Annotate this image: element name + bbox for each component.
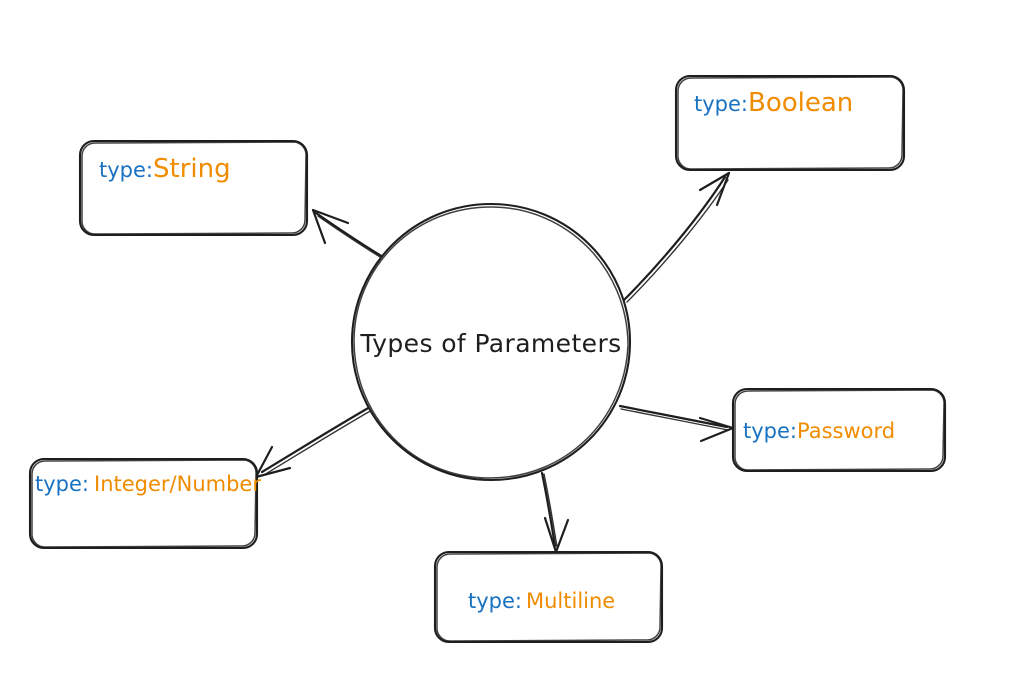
node-password[interactable]: type:Password: [731, 387, 947, 473]
node-integer-number-label: type:Integer/Number: [35, 472, 261, 496]
node-boolean[interactable]: type:Boolean: [674, 74, 906, 172]
node-integer-number[interactable]: type:Integer/Number: [28, 457, 261, 550]
center-node[interactable]: Types of Parameters: [350, 202, 632, 482]
node-string-key: type:: [99, 158, 153, 182]
center-node-label: Types of Parameters: [359, 329, 621, 358]
node-password-key: type:: [743, 419, 797, 443]
node-string[interactable]: type:String: [78, 139, 309, 237]
node-boolean-key: type:: [694, 92, 748, 116]
node-boolean-value: Boolean: [748, 88, 853, 118]
node-boolean-label: type:Boolean: [694, 88, 853, 118]
edge-center-to-multiline: [540, 471, 570, 554]
node-string-label: type:String: [99, 154, 231, 184]
node-password-value: Password: [797, 419, 895, 443]
node-multiline-key: type:: [468, 589, 522, 613]
edge-center-to-password: [618, 404, 735, 443]
node-integer-number-value: Integer/Number: [94, 472, 261, 496]
edge-center-to-boolean: [622, 171, 731, 303]
node-multiline-value: Multiline: [526, 589, 615, 613]
node-password-label: type:Password: [743, 419, 895, 443]
node-string-value: String: [153, 154, 231, 184]
edge-center-to-string: [311, 208, 386, 261]
node-multiline-label: type:Multiline: [468, 589, 615, 613]
node-multiline[interactable]: type:Multiline: [433, 550, 664, 644]
edge-center-to-integer: [254, 401, 380, 479]
node-integer-number-key: type:: [35, 472, 89, 496]
